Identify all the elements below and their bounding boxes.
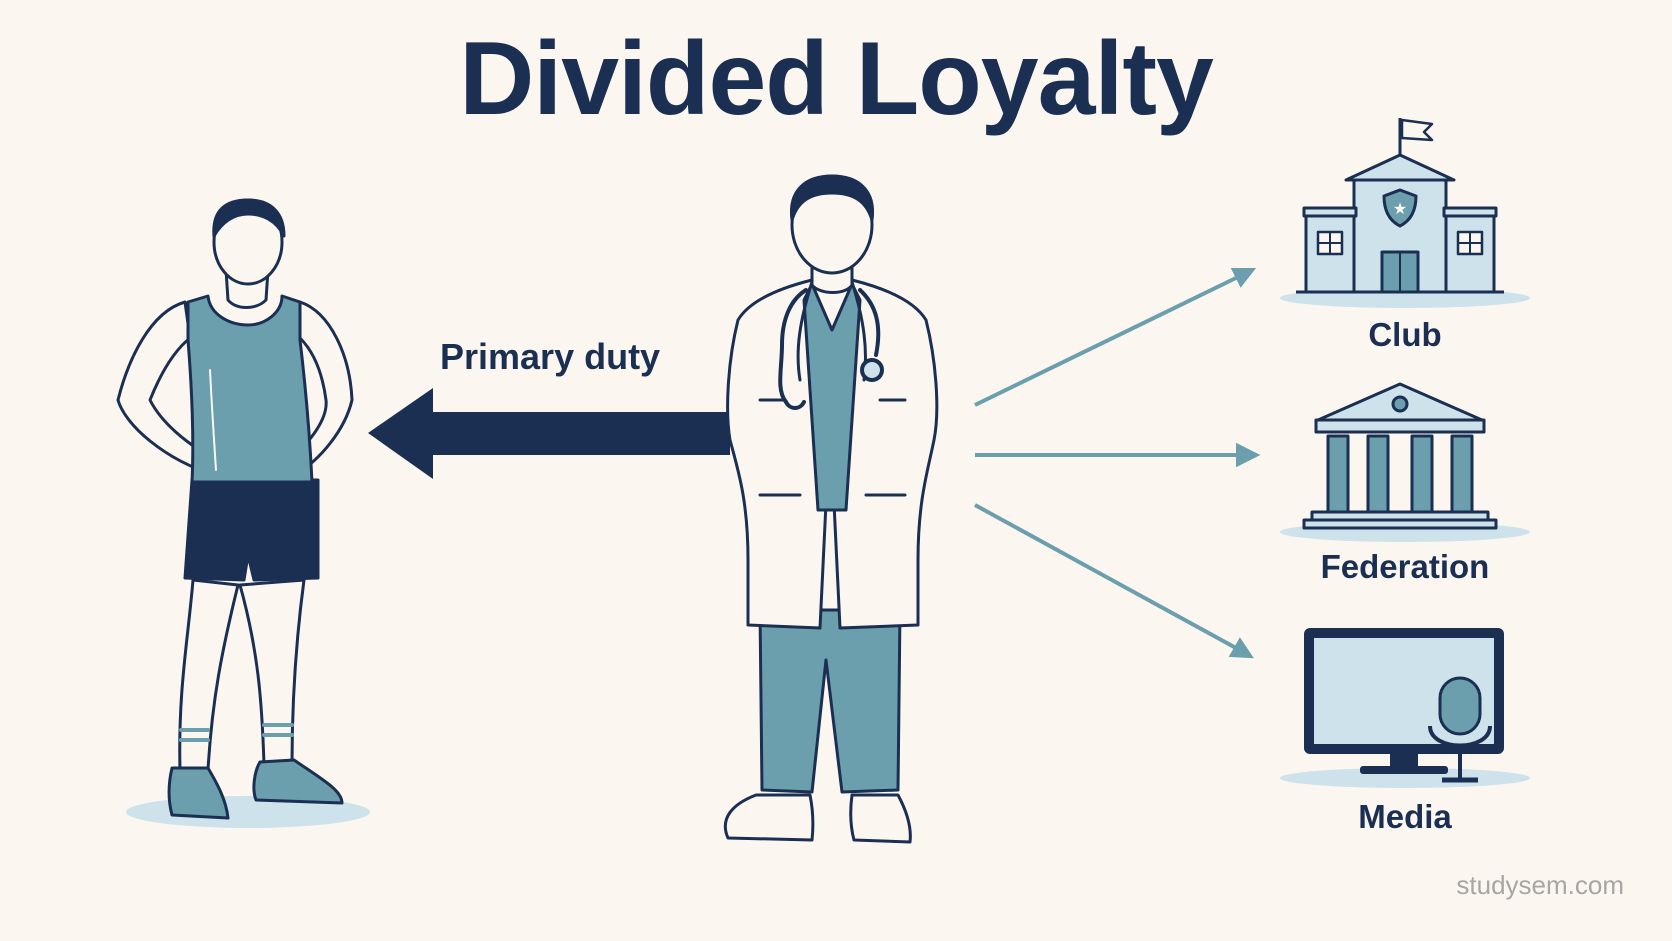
federation-label: Federation <box>1320 548 1490 585</box>
competing-interest-arrows <box>974 268 1261 659</box>
club-building-icon: ★ <box>1280 118 1530 308</box>
federation-building-icon <box>1280 382 1530 542</box>
primary-duty-label: Primary duty <box>440 336 661 377</box>
athlete-figure <box>116 198 370 828</box>
primary-duty-arrow <box>368 388 730 479</box>
svg-text:★: ★ <box>1393 201 1407 218</box>
stethoscope-icon <box>778 288 884 410</box>
watermark: studysem.com <box>1456 870 1624 900</box>
media-monitor-icon <box>1280 628 1530 788</box>
page-title: Divided Loyalty <box>459 21 1214 137</box>
microphone-icon <box>1428 676 1492 783</box>
doctor-figure <box>723 174 939 844</box>
club-label: Club <box>1368 316 1442 353</box>
media-label: Media <box>1358 798 1452 835</box>
